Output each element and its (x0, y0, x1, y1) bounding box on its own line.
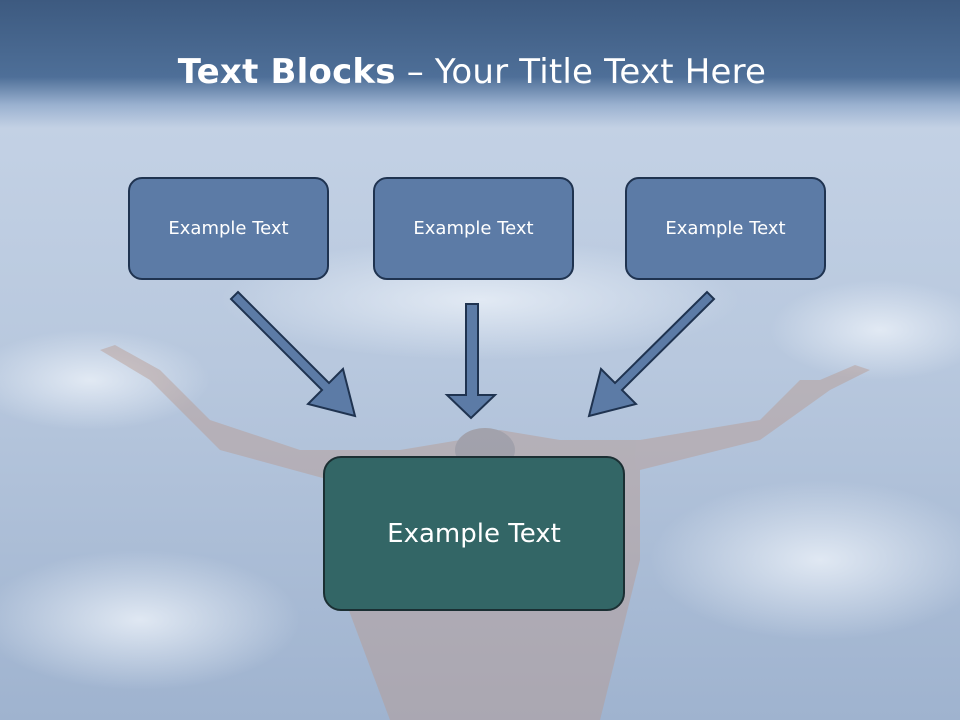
text-block-middle[interactable]: Example Text (373, 177, 574, 280)
text-block-right-label: Example Text (665, 218, 786, 239)
text-block-middle-label: Example Text (413, 218, 534, 239)
text-block-right[interactable]: Example Text (625, 177, 826, 280)
target-block[interactable]: Example Text (323, 456, 625, 611)
arrow-left-to-center (229, 290, 357, 418)
page-title: Text Blocks – Your Title Text Here (0, 52, 944, 92)
title-separator: – (395, 52, 435, 92)
arrow-right-to-center (587, 290, 716, 418)
text-block-left-label: Example Text (168, 218, 289, 239)
text-block-left[interactable]: Example Text (128, 177, 329, 280)
title-bar (0, 0, 960, 128)
target-block-label: Example Text (387, 518, 561, 549)
title-rest: Your Title Text Here (434, 52, 767, 92)
title-bold: Text Blocks (177, 52, 396, 92)
arrow-top-to-center (444, 303, 498, 420)
